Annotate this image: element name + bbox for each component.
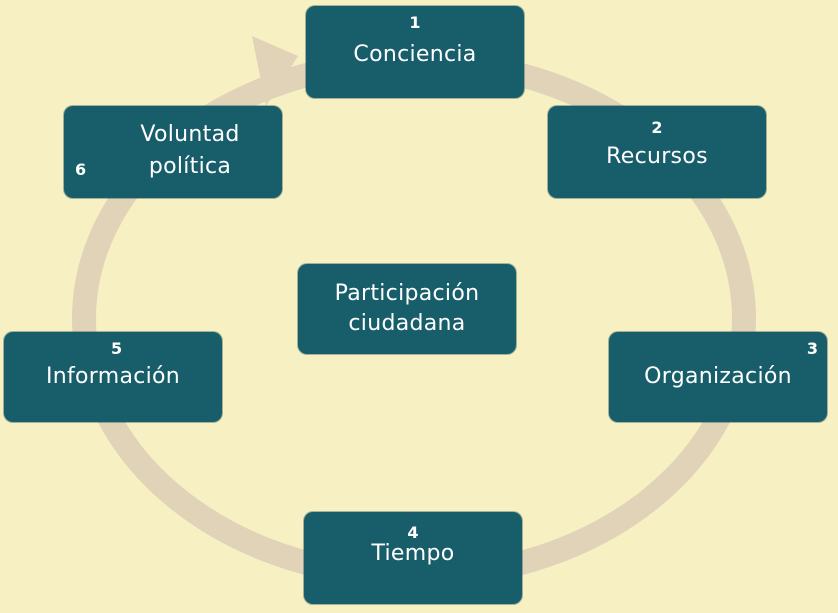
- center-label-line1: Participación: [334, 281, 480, 306]
- step-label: Organización: [644, 364, 792, 389]
- step-label: Tiempo: [371, 541, 455, 566]
- node-step-5: 5 Información: [4, 332, 222, 422]
- center-label-line2: ciudadana: [348, 311, 466, 336]
- step-number: 3: [806, 339, 818, 358]
- node-participacion-ciudadana: Participación ciudadana: [298, 264, 516, 354]
- node-step-3: 3 Organización: [609, 332, 827, 422]
- node-step-4: 4 Tiempo: [304, 512, 522, 604]
- node-step-2: 2 Recursos: [548, 106, 766, 198]
- step-number: 5: [111, 339, 123, 358]
- step-label-line1: Voluntad: [140, 122, 240, 147]
- step-label: Conciencia: [353, 42, 477, 67]
- node-step-6: 6 Voluntad política: [64, 106, 282, 198]
- step-number: 6: [75, 160, 87, 179]
- step-number: 4: [407, 523, 419, 542]
- cycle-arrow-head: [252, 36, 298, 106]
- step-label: Recursos: [606, 144, 708, 169]
- step-label-line2: política: [148, 154, 232, 179]
- step-label: Información: [45, 364, 181, 389]
- step-number: 1: [409, 13, 421, 32]
- node-step-1: 1 Conciencia: [306, 6, 524, 98]
- step-number: 2: [651, 118, 663, 137]
